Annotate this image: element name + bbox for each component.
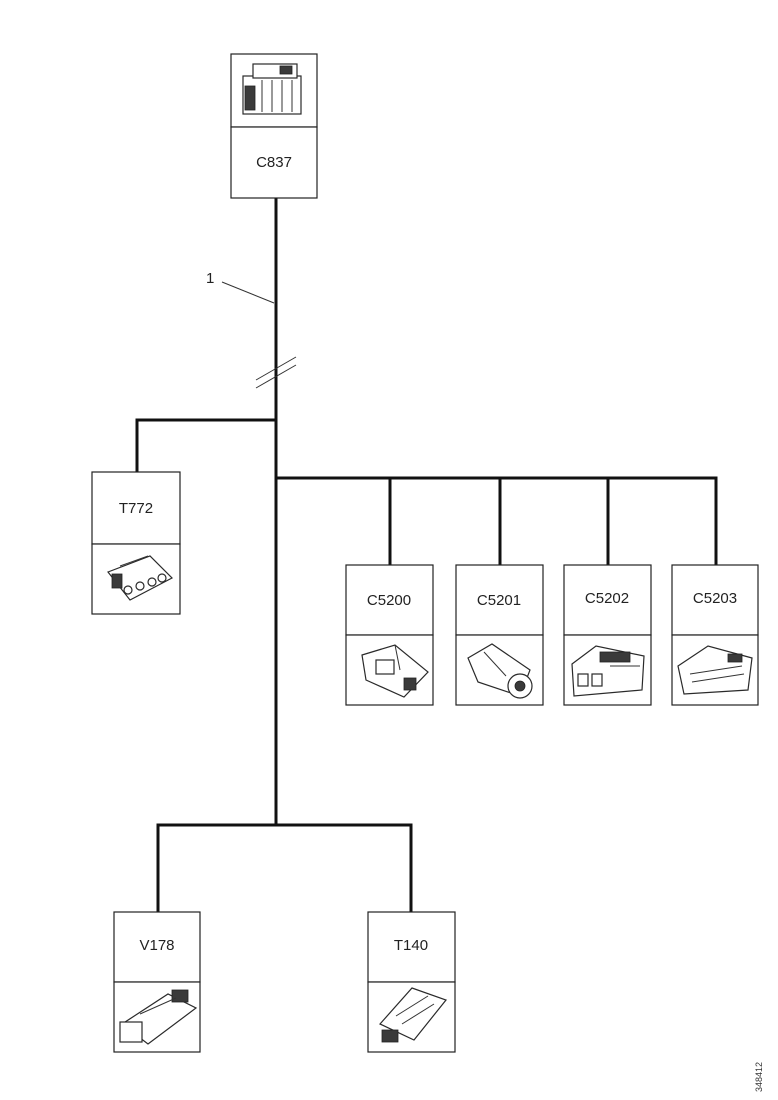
connector-label: C837 bbox=[256, 154, 292, 171]
connector-label: T772 bbox=[119, 500, 153, 517]
connector-icon bbox=[107, 555, 174, 601]
connector-t140: T140 bbox=[367, 911, 456, 1053]
connector-icon bbox=[677, 645, 753, 695]
connector-v178: V178 bbox=[113, 911, 201, 1053]
connector-label: T140 bbox=[394, 937, 428, 954]
wire-branch-t140 bbox=[274, 823, 413, 914]
wire-branch-v178 bbox=[156, 823, 278, 914]
connector-icon bbox=[119, 989, 198, 1045]
connector-c5202: C5202 bbox=[563, 564, 652, 706]
connector-c837: C837 bbox=[230, 53, 318, 199]
connector-label: V178 bbox=[139, 937, 174, 954]
break-mark-1 bbox=[255, 356, 297, 381]
figure-number: 348412 bbox=[754, 1062, 764, 1092]
connector-label: C5202 bbox=[585, 590, 629, 607]
connector-icon bbox=[379, 987, 447, 1043]
connector-label: C5200 bbox=[367, 592, 411, 609]
harness-wires bbox=[135, 196, 718, 914]
connector-t772: T772 bbox=[91, 471, 181, 615]
callout-1: 1 bbox=[206, 270, 275, 304]
wire-branch-t772 bbox=[135, 418, 278, 474]
callout-leader bbox=[221, 281, 275, 304]
connector-icon bbox=[361, 644, 429, 698]
connector-c5200: C5200 bbox=[345, 564, 434, 706]
connector-c5201: C5201 bbox=[455, 564, 544, 706]
connector-label: C5203 bbox=[693, 590, 737, 607]
connector-label: C5201 bbox=[477, 592, 521, 609]
break-mark-2 bbox=[255, 364, 297, 389]
callout-label: 1 bbox=[206, 270, 214, 287]
connector-icon bbox=[467, 643, 533, 699]
connector-icon bbox=[242, 63, 302, 115]
connector-c5203: C5203 bbox=[671, 564, 759, 706]
wire-break-marks bbox=[255, 356, 297, 389]
connector-icon bbox=[571, 645, 645, 697]
